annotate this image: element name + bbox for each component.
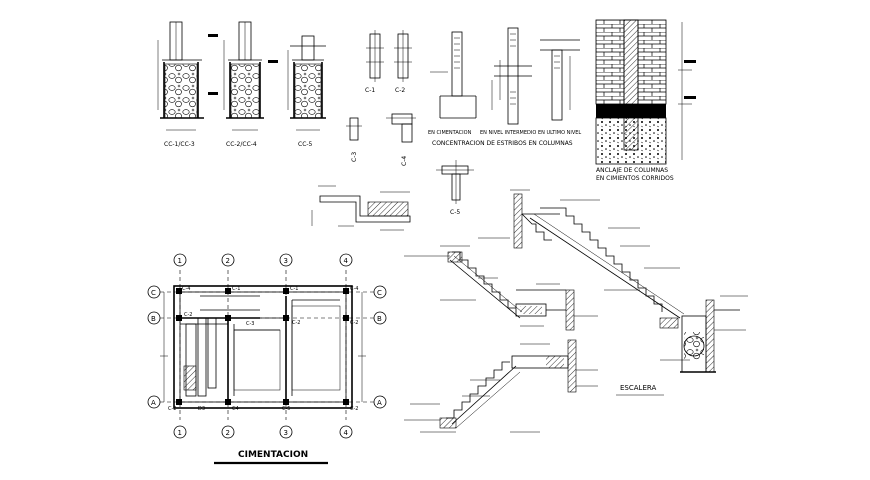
footing-section-cc1: [157, 21, 218, 131]
grid-right-b: B: [377, 315, 382, 323]
grid-top-1: 1: [178, 257, 182, 265]
plan-tag-mid-0: C-2: [184, 312, 192, 318]
plan-title: CIMENTACION: [238, 450, 308, 460]
column-label-c1: C-1: [365, 87, 375, 94]
grid-top-3: 3: [284, 257, 288, 265]
anchorage-detail: [595, 19, 696, 165]
grid-bubbles-top: [173, 253, 353, 267]
stirrup-label-foundation: EN CIMENTACION: [428, 130, 472, 136]
column-detail-c2: [394, 30, 412, 82]
grid-bottom-1: 1: [178, 429, 182, 437]
plan-tag-bottom-0: C-2: [168, 406, 176, 412]
plan-tag-top-2: C-1: [290, 286, 298, 292]
foundation-plan: [160, 270, 376, 420]
column-detail-c3: [346, 117, 362, 141]
plan-tag-mid-3: C-2: [350, 320, 358, 326]
footing-label-cc2: CC-2/CC-4: [226, 141, 257, 148]
grid-left-b: B: [151, 315, 156, 323]
stirrup-column-top: [540, 39, 580, 121]
column-label-c2: C-2: [395, 87, 405, 94]
footing-section-cc2: [223, 21, 278, 131]
column-label-c5: C-5: [450, 209, 460, 216]
column-detail-c4: [386, 113, 416, 143]
column-label-c3: C-3: [351, 152, 358, 162]
plan-tag-bottom-2: C4: [232, 406, 239, 412]
anchorage-title-line2: EN CIMIENTOS CORRIDOS: [596, 175, 674, 182]
plan-tag-top-0: C-4: [182, 286, 190, 292]
footing-label-cc1: CC-1/CC-3: [164, 141, 195, 148]
grid-bottom-3: 3: [284, 429, 288, 437]
grid-top-2: 2: [226, 257, 230, 265]
grid-top-4: 4: [344, 257, 349, 265]
stair-section-main: [510, 189, 748, 373]
stirrup-column-intermediate: [491, 27, 532, 125]
stair-section-middle: [404, 237, 598, 331]
grid-right-c: C: [377, 289, 382, 297]
plan-tag-bottom-3: C-5: [282, 406, 290, 412]
grid-right-a: A: [377, 399, 382, 407]
grid-bubbles-sides: [147, 285, 387, 409]
stair-title: ESCALERA: [620, 384, 656, 392]
plan-tag-mid-2: C-2: [292, 320, 300, 326]
stirrup-column-foundation: [430, 31, 477, 119]
stirrup-title: CONCENTRACION DE ESTRIBOS EN COLUMNAS: [432, 140, 573, 147]
column-label-c4: C-4: [401, 156, 408, 166]
beam-section-detail: [311, 185, 411, 231]
anchorage-title-line1: ANCLAJE DE COLUMNAS: [596, 167, 668, 174]
plan-tag-bottom-1: D3: [198, 406, 205, 412]
grid-left-a: A: [151, 399, 156, 407]
plan-tag-bottom-4: C-2: [350, 406, 358, 412]
column-detail-c5: [436, 160, 474, 204]
plan-tag-top-3: C-4: [350, 286, 358, 292]
grid-bottom-2: 2: [226, 429, 230, 437]
stirrup-label-intermediate: EN NIVEL INTERMEDIO: [480, 130, 536, 136]
stair-section-bottom: [404, 339, 598, 433]
grid-bubbles-bottom: [173, 425, 353, 439]
footing-section-cc5: [287, 35, 326, 131]
plan-tag-mid-1: C-3: [246, 321, 254, 327]
footing-label-cc5: CC-5: [298, 141, 313, 148]
grid-left-c: C: [151, 289, 156, 297]
stirrup-label-top: EN ULTIMO NIVEL: [538, 130, 581, 136]
column-detail-c1: [366, 30, 384, 82]
plan-tag-top-1: C-1: [232, 286, 240, 292]
grid-bottom-4: 4: [344, 429, 349, 437]
